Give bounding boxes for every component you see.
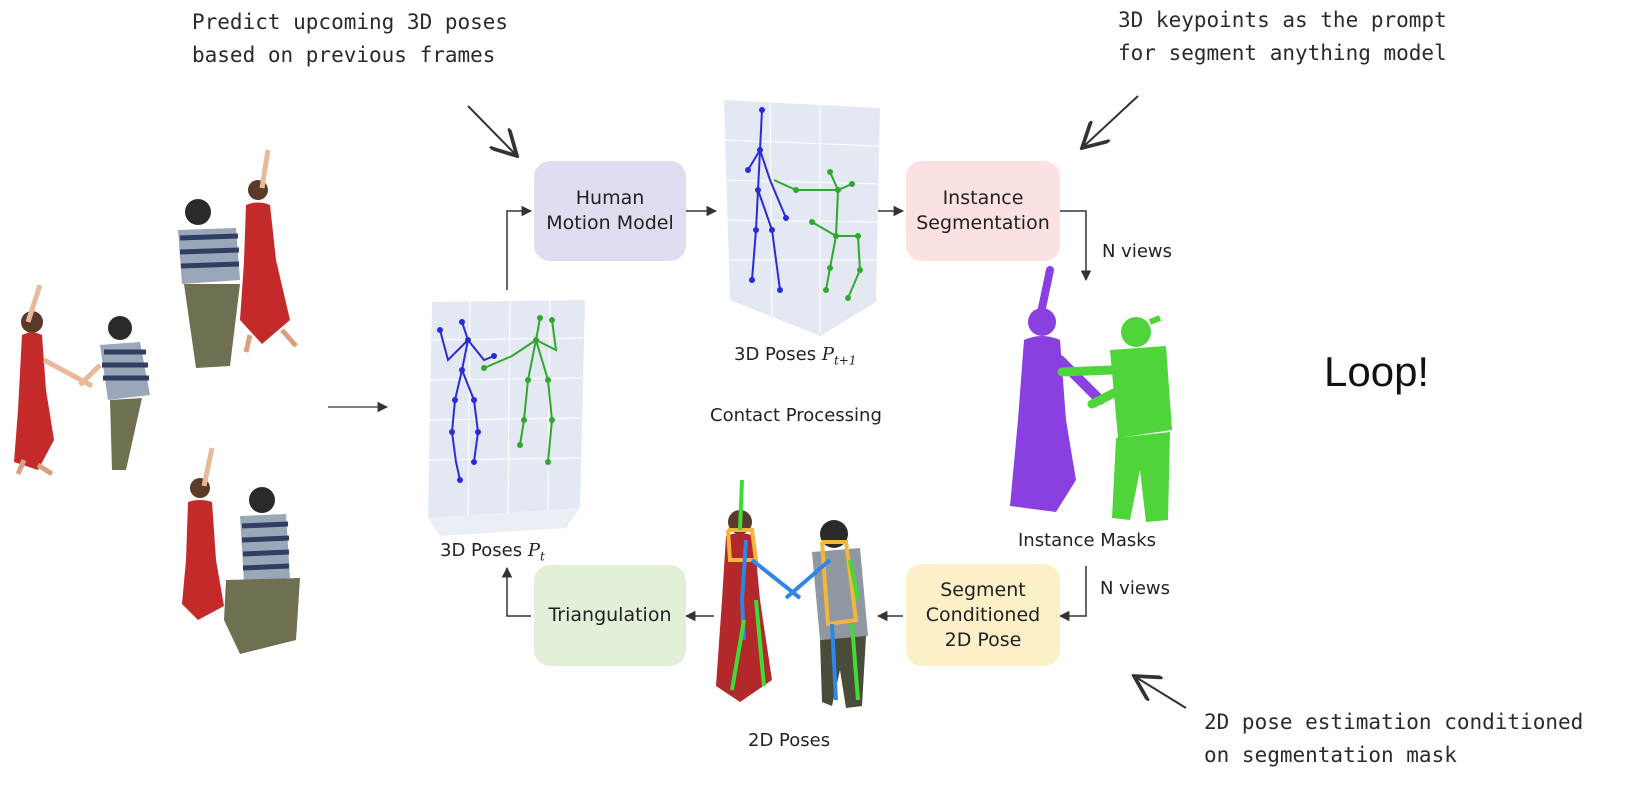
predict-annotation: Predict upcoming 3D poses based on previ…: [192, 10, 509, 67]
pose-plot-3d-t: [428, 299, 585, 536]
poses-3d-t1-label: 3D Poses Pt+1: [734, 344, 857, 368]
poses-2d-label: 2D Poses: [748, 730, 831, 751]
input-frame-1: [14, 284, 150, 477]
contact-processing-label: Contact Processing: [710, 405, 882, 426]
connectors: [501, 205, 1092, 622]
instance-masks-image: [1010, 266, 1172, 522]
instance-masks-label: Instance Masks: [1018, 530, 1157, 551]
n-views-bottom-label: N views: [1100, 578, 1171, 599]
poses-3d-t-label: 3D Poses Pt: [440, 540, 545, 564]
input-frame-3: [182, 447, 300, 654]
poses-2d-image: [716, 479, 868, 708]
keypoints-annotation: 3D keypoints as the prompt for segment a…: [1118, 8, 1447, 65]
n-views-top-label: N views: [1102, 241, 1173, 262]
input-frame-2: [178, 149, 298, 368]
pose2d-annotation: 2D pose estimation conditioned on segmen…: [1204, 710, 1584, 767]
pose-plot-3d-t1: [724, 100, 880, 336]
triangulation-box: Triangulation: [534, 565, 686, 666]
pose2d-pointer-arrow: [1134, 676, 1187, 709]
predict-pointer-arrow: [467, 105, 517, 156]
loop-label: Loop!: [1324, 348, 1430, 395]
keypoints-pointer-arrow: [1082, 95, 1139, 148]
